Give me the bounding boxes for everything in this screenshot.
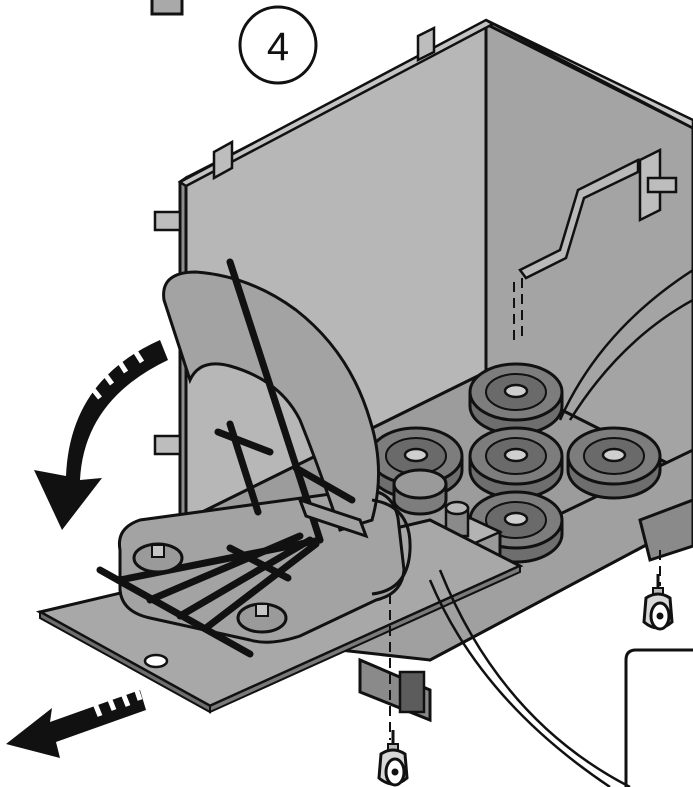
pulley-right [566,426,662,500]
step-number-text: 4 [267,25,289,69]
straight-arrow-icon [6,681,146,758]
previous-step-fragment [150,0,184,16]
seat-knob-front [236,602,288,634]
curved-arrow-icon [34,338,168,530]
seat-knob-back [132,542,184,574]
seat-back [162,270,381,532]
pulley-back [468,362,564,436]
caster-wheel-icon [642,572,674,631]
callout-leaders [428,268,693,787]
caster-wheel-icon [377,728,409,787]
interior-rail [518,157,640,280]
pulley-set [368,362,662,564]
detail-callout-frame [624,648,693,787]
alignment-lines [389,550,661,740]
step-number-badge: 4 [238,5,318,85]
tray-hole [143,653,169,669]
pulley-center [468,426,564,500]
rim-brackets [153,25,678,456]
folding-seat [96,258,412,658]
small-spindle [392,468,448,516]
